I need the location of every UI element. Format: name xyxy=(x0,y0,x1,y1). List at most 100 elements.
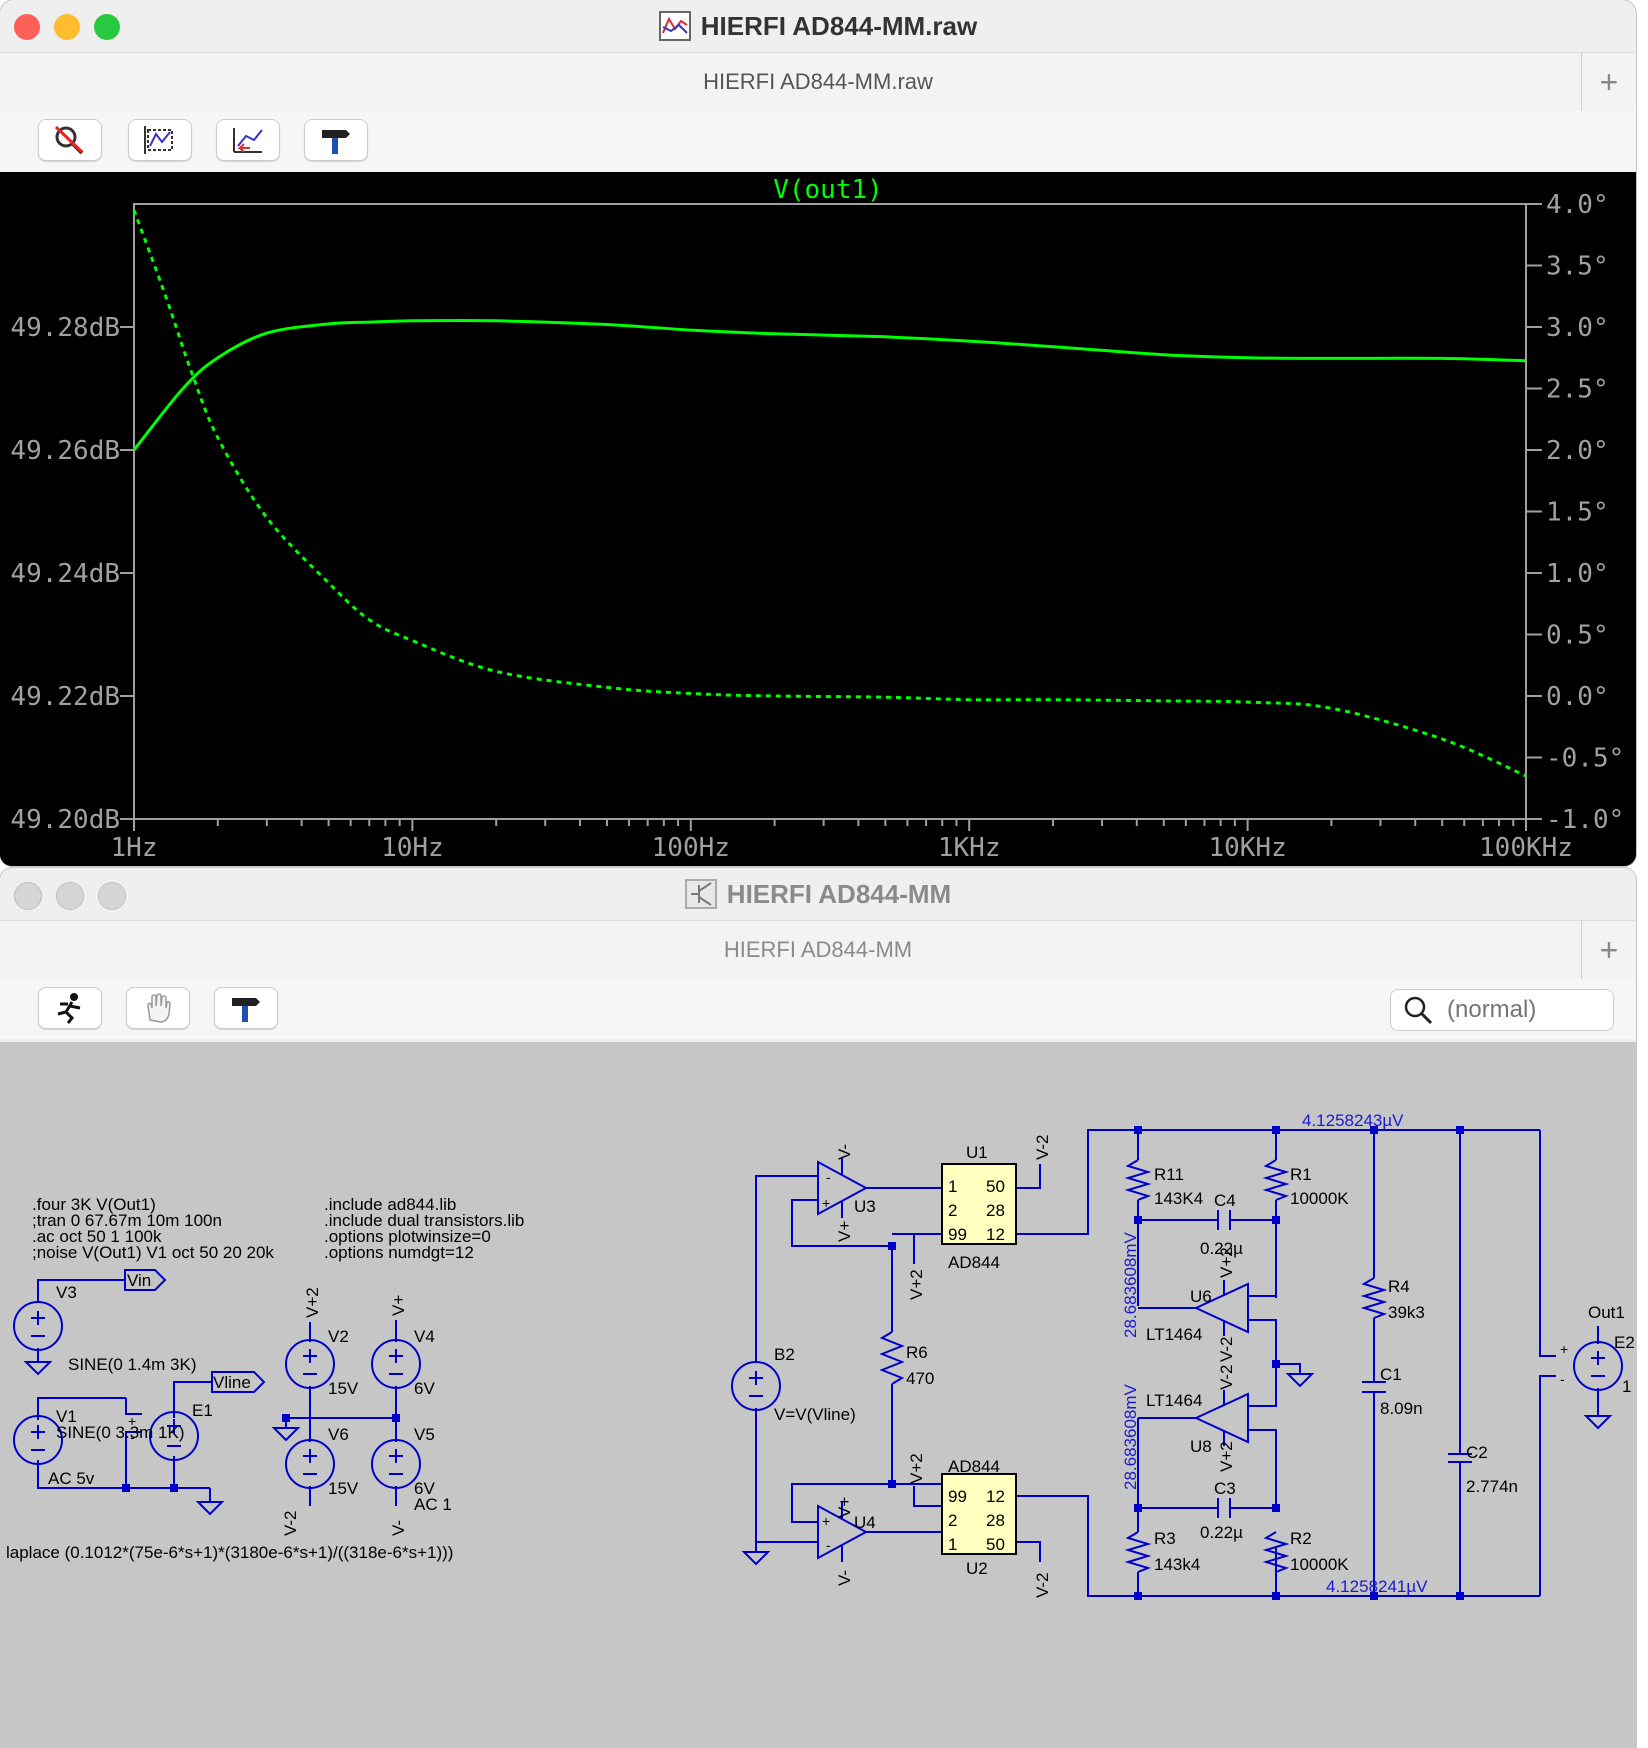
label-e1-plus: + xyxy=(128,1413,136,1429)
label-v1: V1 xyxy=(56,1407,77,1426)
label-u3: U3 xyxy=(854,1197,876,1216)
ground-symbols xyxy=(23,1361,1613,1566)
opamp-u8[interactable] xyxy=(1193,1392,1249,1444)
close-button[interactable] xyxy=(14,14,40,40)
laplace-expression[interactable]: laplace (0.1012*(75e-6*s+1)*(3180e-6*s+1… xyxy=(6,1543,453,1562)
label-e1-minus: - xyxy=(130,1429,135,1445)
spice-directives[interactable]: .four 3K V(Out1) ;tran 0 67.67m 10m 100n… xyxy=(6,1195,524,1562)
pan-back-button[interactable] xyxy=(216,119,280,161)
source-v6[interactable] xyxy=(285,1439,335,1489)
waveform-titlebar[interactable]: HIERFI AD844-MM.raw xyxy=(0,0,1636,52)
source-v2[interactable] xyxy=(285,1339,335,1389)
search-input[interactable] xyxy=(1445,995,1609,1025)
u2-pin-50: 50 xyxy=(986,1535,1005,1554)
waveform-toolbar xyxy=(0,111,1636,171)
resistors[interactable] xyxy=(879,1159,1388,1573)
tab-schematic[interactable]: HIERFI AD844-MM xyxy=(723,937,913,962)
phase-trace xyxy=(132,209,1527,778)
source-v4[interactable] xyxy=(371,1339,421,1389)
label-r11-value: 143K4 xyxy=(1154,1189,1203,1208)
autorange-button[interactable] xyxy=(128,119,192,161)
zoom-cancel-button[interactable] xyxy=(38,119,102,161)
trace-title[interactable]: V(out1) xyxy=(773,175,883,205)
tab-waveform[interactable]: HIERFI AD844-MM.raw xyxy=(703,69,933,94)
source-v5[interactable] xyxy=(371,1439,421,1489)
label-c4: C4 xyxy=(1214,1191,1236,1210)
opamps[interactable] xyxy=(817,1158,1249,1562)
label-r3-value: 143k4 xyxy=(1154,1555,1200,1574)
u1-pin-28: 28 xyxy=(986,1201,1005,1220)
source-e1[interactable] xyxy=(149,1411,199,1461)
label-u1: U1 xyxy=(966,1143,988,1162)
label-c3-value: 0.22µ xyxy=(1200,1523,1243,1542)
resistor-r2[interactable] xyxy=(1262,1531,1290,1573)
schematic-toolbar xyxy=(0,979,1636,1039)
label-v6-bottom: V-2 xyxy=(281,1510,300,1536)
run-button[interactable] xyxy=(38,987,102,1029)
resistor-r4[interactable] xyxy=(1360,1277,1388,1319)
schematic-tab-bar: HIERFI AD844-MM + xyxy=(0,920,1636,980)
label-r6: R6 xyxy=(906,1343,928,1362)
schematic-titlebar[interactable]: HIERFI AD844-MM xyxy=(0,868,1636,920)
label-u6: U6 xyxy=(1190,1287,1212,1306)
directive-include-transistors[interactable]: .include dual transistors.lib xyxy=(324,1211,524,1230)
directive-noise[interactable]: ;noise V(Out1) V1 oct 50 20 20k xyxy=(32,1243,274,1262)
source-v3[interactable] xyxy=(13,1301,63,1351)
resistor-r11[interactable] xyxy=(1124,1159,1152,1201)
y-left-tick-label: 49.22dB xyxy=(10,682,120,712)
plot-traces xyxy=(132,209,1527,778)
resistor-r1[interactable] xyxy=(1262,1159,1290,1201)
ic-u2[interactable] xyxy=(941,1473,1017,1555)
capacitor-c4[interactable] xyxy=(1217,1210,1231,1230)
label-e2-minus: - xyxy=(1560,1371,1565,1387)
source-e2[interactable] xyxy=(1573,1341,1623,1391)
y-right-tick-label: -0.5° xyxy=(1546,744,1624,774)
net-flags xyxy=(124,1269,266,1393)
capacitor-c3[interactable] xyxy=(1217,1498,1231,1518)
ad844-blocks[interactable] xyxy=(941,1163,1017,1555)
resistor-r6[interactable] xyxy=(879,1331,905,1385)
minimize-button[interactable] xyxy=(56,882,84,910)
directive-ac[interactable]: .ac oct 50 1 100k xyxy=(32,1227,162,1246)
hammer-button[interactable] xyxy=(214,987,278,1029)
x-tick-label: 10Hz xyxy=(381,833,444,863)
node-voltage-top: 4.1258243µV xyxy=(1302,1111,1404,1130)
directive-options-plotwinsize[interactable]: .options plotwinsize=0 xyxy=(324,1227,491,1246)
opamp-u3[interactable] xyxy=(817,1160,869,1216)
new-tab-button[interactable]: + xyxy=(1581,921,1636,979)
directive-options-numdgt[interactable]: .options numdgt=12 xyxy=(324,1243,474,1262)
label-u3-vp: V+ xyxy=(835,1221,854,1242)
close-button[interactable] xyxy=(14,882,42,910)
resistor-r3[interactable] xyxy=(1124,1531,1152,1573)
source-v1[interactable] xyxy=(13,1415,63,1465)
ic-u1[interactable] xyxy=(941,1163,1017,1245)
label-u4: U4 xyxy=(854,1513,876,1532)
hammer-button[interactable] xyxy=(304,119,368,161)
label-c2-value: 2.774n xyxy=(1466,1477,1518,1496)
label-r1-value: 10000K xyxy=(1290,1189,1349,1208)
label-u6-vm2: V-2 xyxy=(1217,1336,1236,1362)
capacitors[interactable] xyxy=(1217,1210,1472,1518)
directive-four[interactable]: .four 3K V(Out1) xyxy=(32,1195,156,1214)
source-b2[interactable] xyxy=(731,1361,781,1411)
halt-button[interactable] xyxy=(126,987,190,1029)
directive-include-ad844[interactable]: .include ad844.lib xyxy=(324,1195,456,1214)
zoom-button[interactable] xyxy=(94,14,120,40)
capacitor-c1[interactable] xyxy=(1362,1381,1386,1393)
directive-tran[interactable]: ;tran 0 67.67m 10m 100n xyxy=(32,1211,222,1230)
minimize-button[interactable] xyxy=(54,14,80,40)
y-right-tick-label: 3.0° xyxy=(1546,313,1609,343)
zoom-button[interactable] xyxy=(98,882,126,910)
search-field[interactable] xyxy=(1390,989,1614,1031)
opamp-u4[interactable] xyxy=(817,1504,869,1560)
schematic-canvas[interactable]: .four 3K V(Out1) ;tran 0 67.67m 10m 100n… xyxy=(0,1042,1636,1748)
node-voltage-u8: 28.683608mV xyxy=(1121,1383,1140,1490)
capacitor-c2[interactable] xyxy=(1448,1453,1472,1463)
opamp-u6[interactable] xyxy=(1193,1282,1249,1334)
label-r2: R2 xyxy=(1290,1529,1312,1548)
new-tab-button[interactable]: + xyxy=(1581,53,1636,111)
label-c4-value: 0.22µ xyxy=(1200,1239,1243,1258)
voltage-sources[interactable] xyxy=(13,1301,1623,1489)
